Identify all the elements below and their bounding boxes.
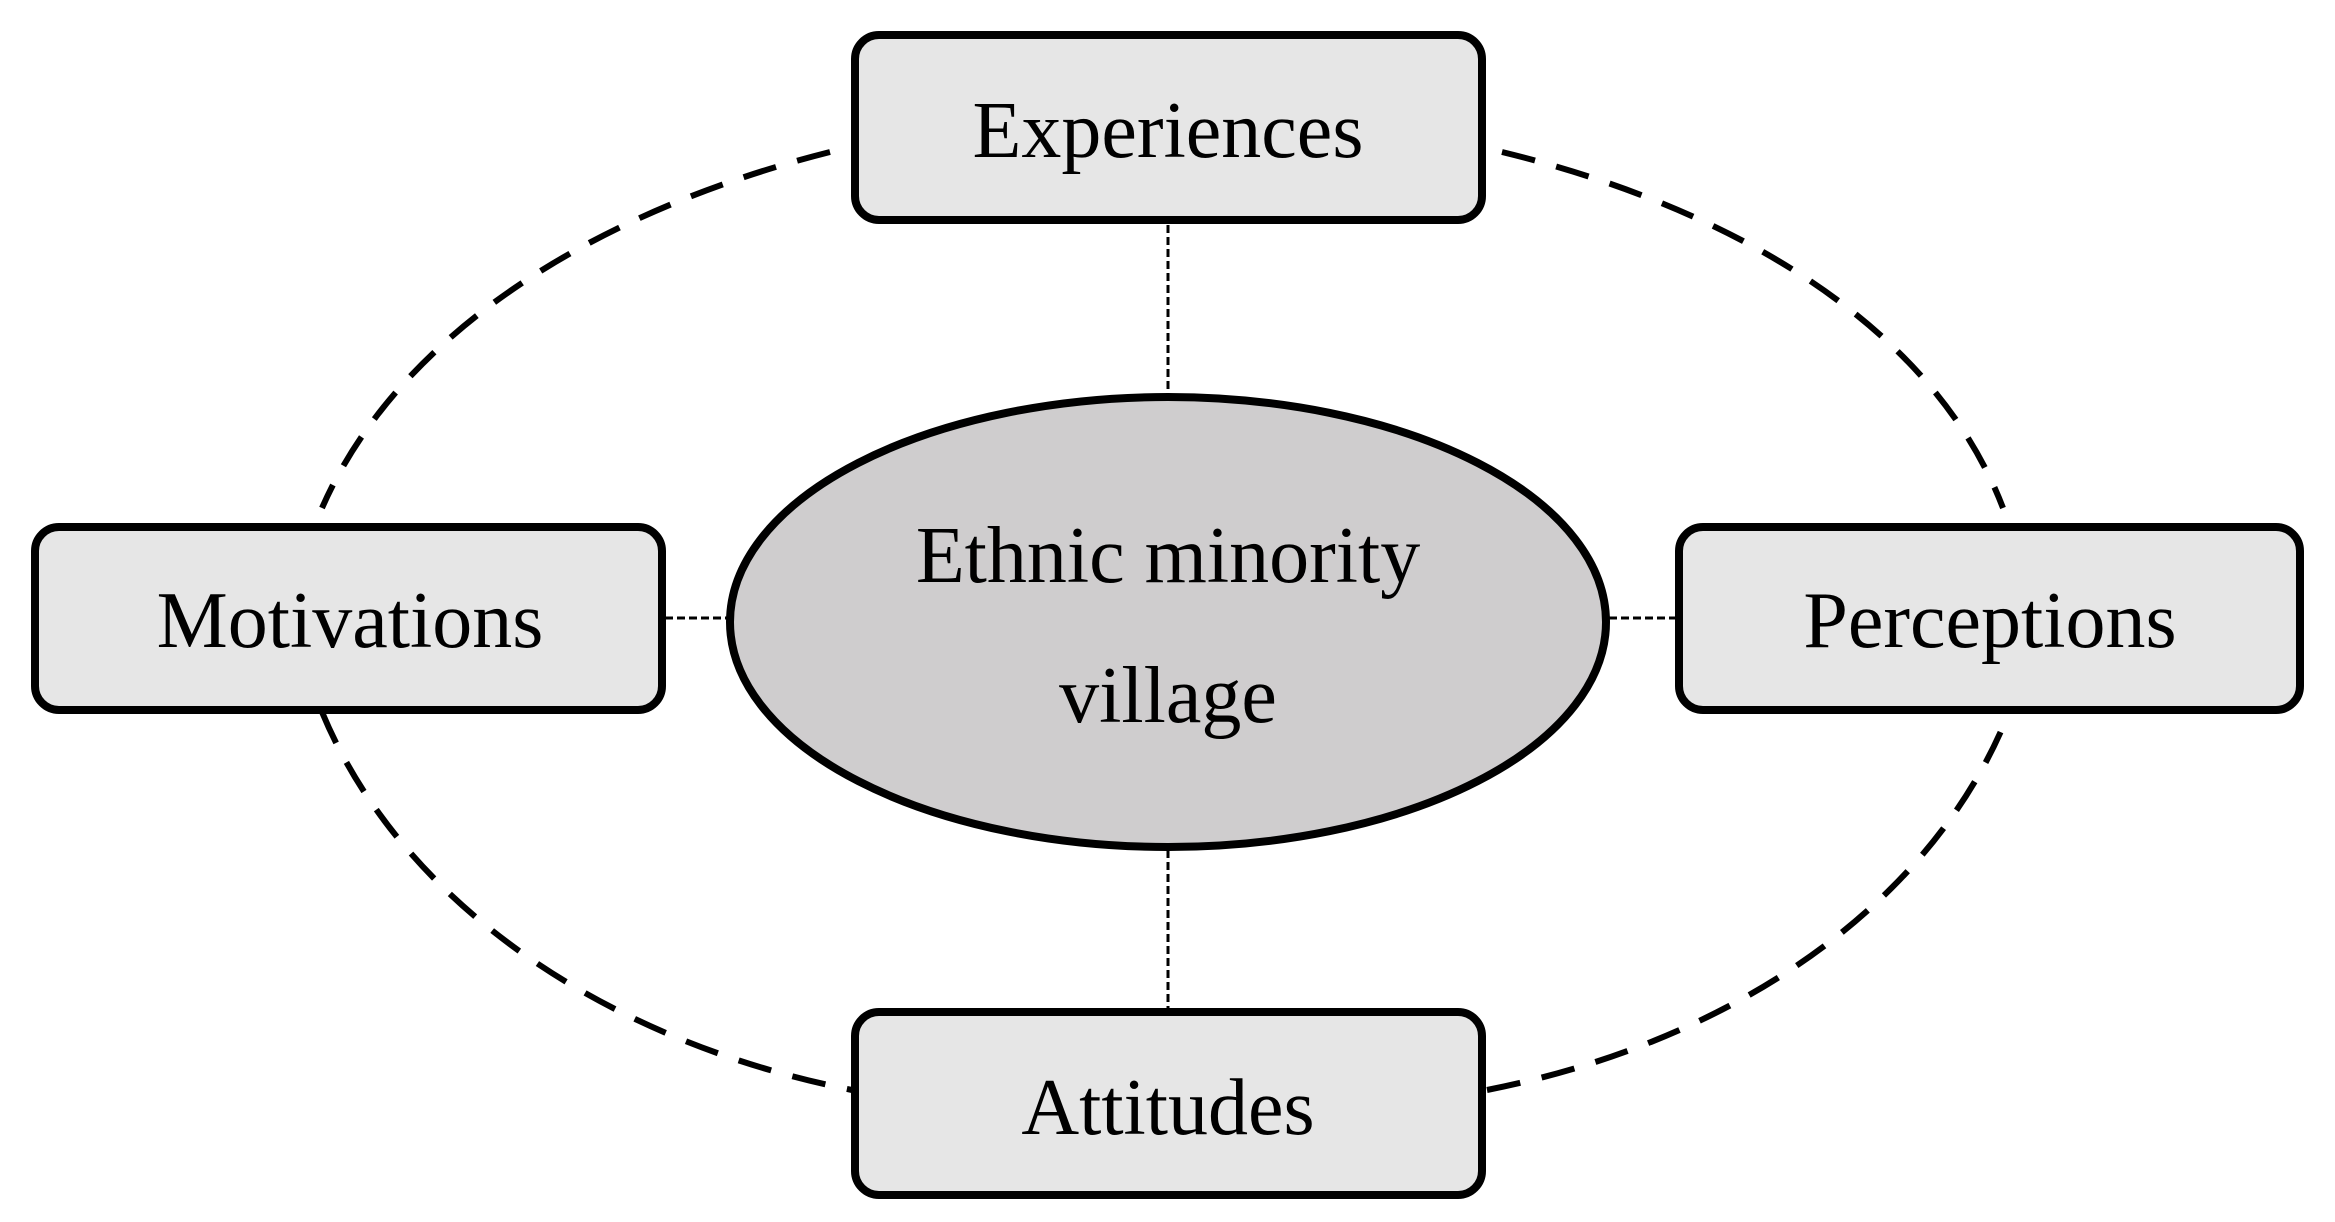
outer-dashed-ring [319, 149, 2012, 1093]
connector-lines [665, 225, 1677, 1012]
center-node: Ethnic minority village [726, 393, 1610, 851]
node-perceptions-label: Perceptions [1803, 577, 2176, 665]
node-motivations-box [31, 523, 666, 714]
node-experiences-label: Experiences [973, 87, 1364, 175]
node-experiences-box [851, 31, 1486, 224]
node-attitudes-label: Attitudes [1021, 1064, 1314, 1152]
center-label-line2: village [1059, 652, 1277, 740]
ring-top-right-arc [1501, 149, 2006, 510]
ring-top-left-arc [319, 149, 831, 510]
center-ellipse [726, 393, 1610, 851]
ring-bottom-left-arc [319, 710, 853, 1093]
node-motivations: Motivations [31, 523, 666, 714]
node-perceptions-box [1675, 523, 2304, 714]
node-perceptions: Perceptions [1675, 523, 2304, 714]
node-attitudes: Attitudes [851, 1008, 1486, 1199]
node-motivations-label: Motivations [157, 577, 544, 665]
ring-bottom-right-arc [1486, 710, 2012, 1093]
node-experiences: Experiences [851, 31, 1486, 224]
center-label-line1: Ethnic minority [916, 512, 1420, 600]
node-attitudes-box [851, 1008, 1486, 1199]
